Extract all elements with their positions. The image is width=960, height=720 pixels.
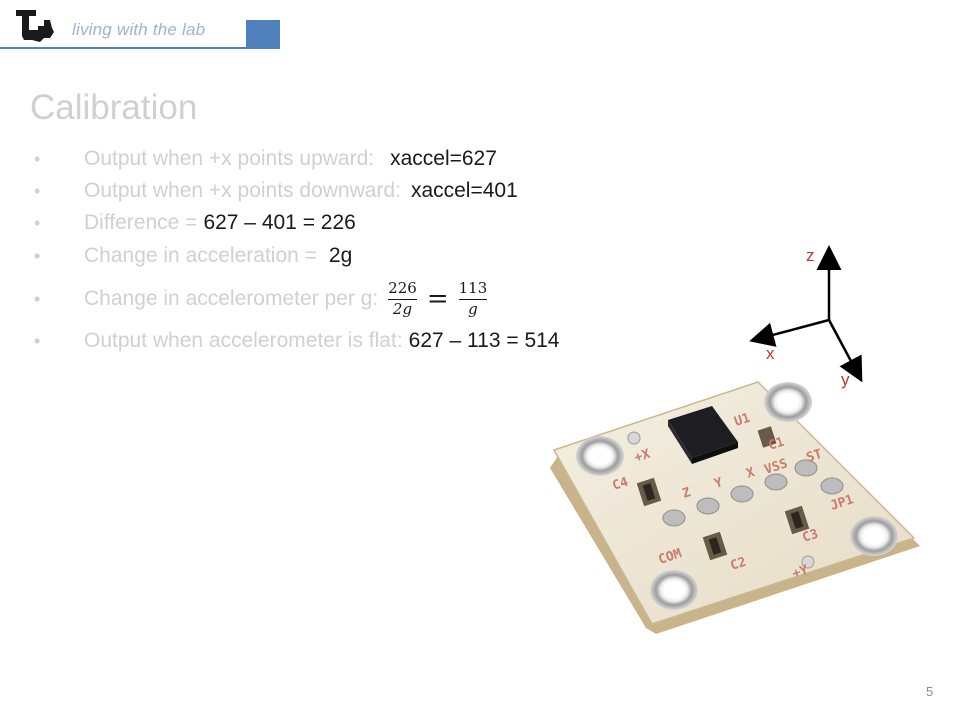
- page-number: 5: [926, 684, 934, 699]
- bullet-item: • Output when +x points downward: xaccel…: [34, 175, 560, 207]
- bullet-item: • Output when +x points upward: xaccel=6…: [34, 143, 560, 175]
- bullet-list: • Output when +x points upward: xaccel=6…: [34, 143, 560, 357]
- bullet-item: • Output when accelerometer is flat: 627…: [34, 325, 560, 357]
- board-label-c2: C2: [729, 555, 749, 574]
- bullet-value: xaccel=401: [410, 179, 518, 202]
- bullet-dot-icon: •: [34, 330, 41, 351]
- fraction-lhs-denominator: 2g: [392, 299, 413, 318]
- bullet-dot-icon: •: [34, 148, 41, 169]
- axes-diagram: [749, 245, 863, 383]
- z-axis-label: z: [806, 246, 815, 265]
- y-axis-label: y: [841, 370, 850, 389]
- bullet-value: 627 – 401 = 226: [203, 211, 356, 234]
- board-label-jp1: JP1: [829, 492, 856, 514]
- board-label-plus-x: +X: [633, 447, 653, 466]
- board-label-plus-y: +Y: [791, 563, 811, 582]
- board-label-u1: U1: [733, 411, 753, 430]
- fraction-bar: [388, 298, 417, 300]
- bullet-label: Output when +x points downward:: [84, 179, 401, 202]
- fraction-rhs-numerator: 113: [458, 278, 488, 297]
- bullet-dot-icon: •: [34, 288, 41, 309]
- accelerometer-board-image: U1 C1 +X C4 Z Y X VSS ST JP1 COM C2 C3 +…: [550, 381, 920, 634]
- slide-title: Calibration: [30, 88, 198, 127]
- bullet-label: Difference =: [84, 211, 198, 234]
- louisiana-tech-logo-icon: [16, 10, 54, 42]
- bullet-dot-icon: •: [34, 180, 41, 201]
- accelerometer-chip: [668, 406, 738, 458]
- bullet-label: Output when accelerometer is flat:: [84, 329, 403, 352]
- y-axis-arrow: [827, 319, 863, 383]
- board-label-st: ST: [805, 447, 825, 466]
- bullet-label: Change in acceleration =: [84, 244, 317, 267]
- x-axis-arrow: [749, 318, 830, 347]
- board-label-c4: C4: [611, 475, 631, 494]
- board-label-com: COM: [657, 546, 684, 568]
- bullet-item: • Change in acceleration = 2g: [34, 239, 560, 273]
- bullet-value: xaccel=627: [390, 147, 497, 170]
- bullet-dot-icon: •: [34, 212, 41, 233]
- header-accent-box: [246, 20, 280, 49]
- header-rule: [0, 47, 246, 49]
- header-tagline: living with the lab: [72, 20, 206, 39]
- board-label-c3: C3: [801, 527, 821, 546]
- bullet-item: • Change in accelerometer per g: 226 2g …: [34, 273, 560, 325]
- fraction-rhs-denominator: g: [468, 299, 478, 318]
- fraction-lhs: 226 2g: [388, 278, 417, 318]
- bullet-value: 627 – 113 = 514: [408, 329, 560, 352]
- bullet-value: 2g: [328, 244, 353, 267]
- per-g-equation: 226 2g = 113 g: [384, 278, 491, 318]
- bullet-label: Output when +x points upward:: [84, 147, 375, 170]
- bullet-item: • Difference = 627 – 401 = 226: [34, 207, 560, 239]
- fraction-bar: [458, 298, 488, 300]
- bullet-dot-icon: •: [34, 245, 41, 266]
- fraction-rhs: 113 g: [458, 278, 488, 318]
- board-label-vss: VSS: [763, 456, 790, 478]
- board-label-c1: C1: [767, 435, 787, 454]
- fraction-lhs-numerator: 226: [388, 278, 417, 297]
- equals-sign: =: [426, 284, 449, 314]
- x-axis-label: x: [766, 344, 775, 363]
- bullet-label: Change in accelerometer per g:: [84, 287, 379, 310]
